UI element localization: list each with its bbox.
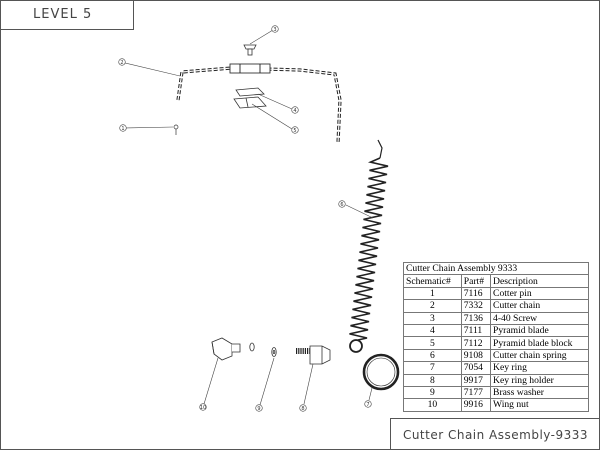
- callout-markers: 3 2 4 5 1 6 7 8 9 10: [118, 25, 372, 412]
- header-description: Description: [490, 274, 589, 288]
- wing-nut-part: [211, 337, 241, 361]
- cell-schematic: 8: [403, 373, 462, 387]
- table-caption-row: Cutter Chain Assembly 9333: [403, 261, 589, 276]
- svg-text:7: 7: [366, 402, 369, 408]
- cell-description: Key ring: [490, 361, 589, 375]
- header-part: Part#: [460, 274, 492, 288]
- svg-text:10: 10: [200, 405, 206, 411]
- cell-description: Pyramid blade: [490, 323, 589, 338]
- svg-text:6: 6: [340, 202, 343, 208]
- svg-text:8: 8: [301, 406, 304, 412]
- svg-text:5: 5: [293, 128, 296, 134]
- callout-10: 10: [199, 403, 207, 411]
- title-block: Cutter Chain Assembly-9333: [390, 418, 600, 450]
- level-label: LEVEL 5: [0, 0, 134, 30]
- cell-schematic: 4: [403, 323, 462, 338]
- svg-text:9: 9: [257, 406, 260, 412]
- svg-text:4: 4: [293, 108, 296, 114]
- cell-part: 9916: [460, 398, 492, 412]
- pyramid-blade-block-part: [233, 96, 267, 109]
- cell-description: Brass washer: [490, 385, 589, 400]
- cell-description: 4-40 Screw: [490, 311, 589, 325]
- parts-table: Cutter Chain Assembly 9333 Schematic# Pa…: [403, 261, 589, 412]
- brass-washer-part: [249, 342, 277, 357]
- callout-9: 9: [255, 404, 263, 412]
- cell-part: 7136: [460, 311, 492, 325]
- cell-part: 7111: [460, 323, 492, 338]
- cell-part: 9917: [460, 373, 492, 387]
- cell-schematic: 1: [403, 286, 462, 301]
- cell-part: 7116: [460, 286, 492, 301]
- svg-text:3: 3: [273, 27, 276, 33]
- cell-description: Cotter pin: [490, 286, 589, 301]
- key-ring-holder-part: [296, 345, 331, 365]
- cutter-chain-spring-part: [349, 139, 389, 353]
- cell-schematic: 3: [403, 311, 462, 325]
- callout-4: 4: [291, 106, 299, 114]
- cell-part: 7177: [460, 385, 492, 400]
- cell-description: Key ring holder: [490, 373, 589, 387]
- cell-part: 9108: [460, 348, 492, 363]
- cell-schematic: 5: [403, 336, 462, 350]
- cell-schematic: 6: [403, 348, 462, 363]
- callout-6: 6: [338, 200, 346, 208]
- cell-schematic: 10: [403, 398, 462, 412]
- cotter-pin-part: [173, 124, 179, 135]
- cell-description: Pyramid blade block: [490, 336, 589, 350]
- cell-schematic: 9: [403, 385, 462, 400]
- svg-text:1: 1: [121, 126, 124, 132]
- leader-lines: [124, 29, 374, 406]
- cell-description: Cutter chain spring: [490, 348, 589, 363]
- cell-description: Wing nut: [490, 398, 589, 412]
- table-header-row: Schematic# Part# Description: [403, 274, 589, 288]
- cell-schematic: 2: [403, 299, 462, 313]
- screw-part: [243, 44, 257, 56]
- header-schematic: Schematic#: [403, 274, 462, 288]
- callout-8: 8: [299, 404, 307, 412]
- key-ring-part: [362, 353, 400, 391]
- cell-part: 7112: [460, 336, 492, 350]
- callout-5: 5: [291, 126, 299, 134]
- cell-description: Cutter chain: [490, 299, 589, 313]
- cutter-chain-part: [176, 63, 342, 144]
- callout-3: 3: [271, 25, 279, 33]
- cell-part: 7332: [460, 299, 492, 313]
- table-caption: Cutter Chain Assembly 9333: [403, 261, 589, 276]
- pyramid-blade-part: [235, 87, 265, 97]
- cell-part: 7054: [460, 361, 492, 375]
- callout-1: 1: [119, 124, 127, 132]
- svg-text:2: 2: [120, 60, 123, 66]
- callout-7: 7: [364, 400, 372, 408]
- callout-2: 2: [118, 58, 126, 66]
- cell-schematic: 7: [403, 361, 462, 375]
